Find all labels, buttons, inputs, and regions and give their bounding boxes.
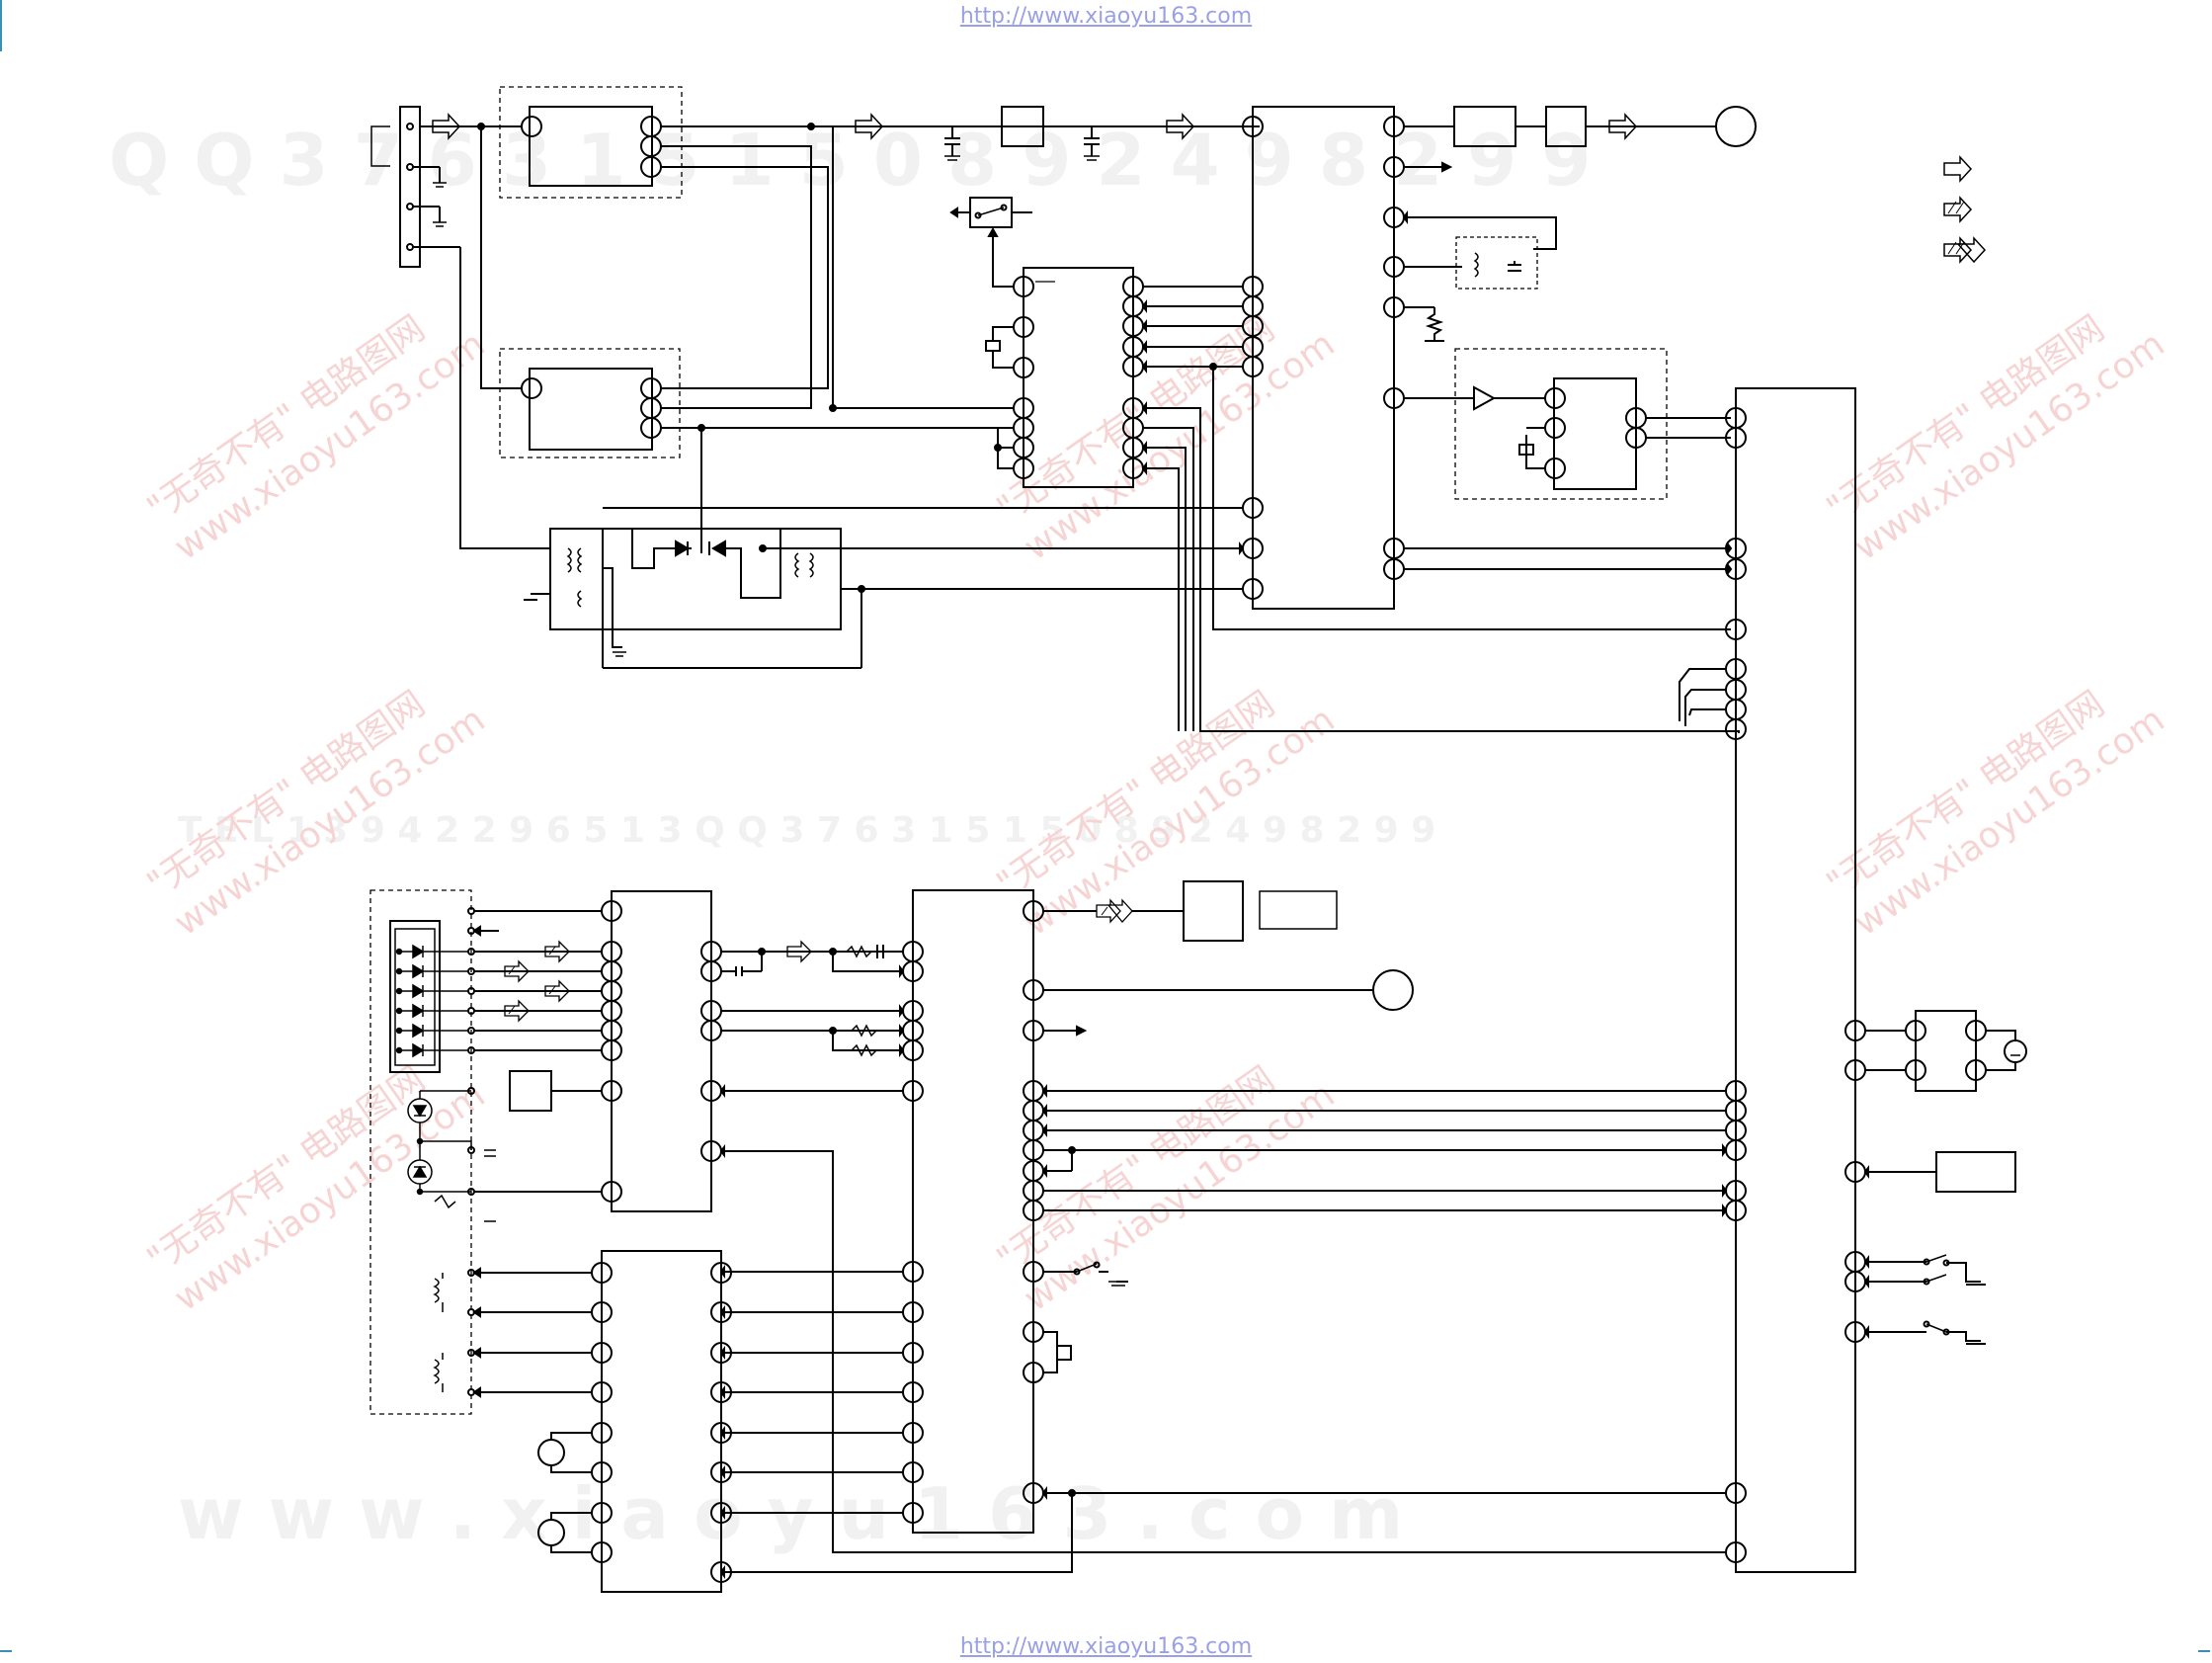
led-array <box>395 944 469 1058</box>
tuner-block-upper <box>499 86 683 199</box>
signal-arrows-upper <box>432 113 1638 140</box>
pll-block <box>1404 348 1731 500</box>
display-driver-ic <box>601 890 722 1212</box>
rf-wiring <box>420 123 1260 553</box>
watermark-row-middle: T E L 1 3 9 4 2 2 9 6 5 1 3 Q Q 3 7 6 3 … <box>178 810 1436 851</box>
cpu-ic <box>902 889 1044 1534</box>
cpu-right-wiring <box>719 880 1728 1579</box>
lc-tank <box>1402 210 1557 290</box>
transformer-block <box>524 507 1245 669</box>
source-url-bottom[interactable]: http://www.xiaoyu163.com <box>959 1634 1253 1659</box>
main-ic-upper <box>1242 106 1405 610</box>
watermark-row-top: Q Q 3 7 6 3 1 5 1 5 0 8 9 2 4 9 8 2 9 9 <box>109 119 1592 202</box>
trim-resistor <box>1404 306 1444 342</box>
photo-sensors <box>407 1090 496 1222</box>
edge-marker-top-left <box>0 0 2 51</box>
switch-upper <box>949 197 1032 228</box>
bus-left-upper <box>1404 541 1733 576</box>
edge-marker-bottom-left <box>0 1650 12 1652</box>
panel-dashed-frame <box>369 889 472 1415</box>
legend-arrows <box>1943 155 1987 264</box>
motor-driver-ic <box>591 1250 732 1593</box>
tuner-block-lower <box>499 348 681 458</box>
edge-marker-bottom-right <box>2198 1650 2210 1652</box>
ground-symbols <box>433 155 1128 1287</box>
sub-ic-upper <box>985 226 1740 733</box>
main-ic-right <box>1679 387 1866 1573</box>
source-url-top[interactable]: http://www.xiaoyu163.com <box>959 4 1253 29</box>
panel-arrows <box>504 940 570 1023</box>
cpu-left-bus <box>719 1265 903 1520</box>
right-peripherals <box>1863 1010 2027 1345</box>
output-chain <box>1404 106 1757 173</box>
small-block-panel <box>509 1070 602 1112</box>
coils-panel <box>433 1273 444 1392</box>
motors <box>537 1432 592 1553</box>
filter-chain <box>944 106 1100 156</box>
input-connector <box>370 106 460 268</box>
panel-io-pins <box>467 907 602 1398</box>
driver-to-cpu-wiring <box>719 940 1726 1553</box>
